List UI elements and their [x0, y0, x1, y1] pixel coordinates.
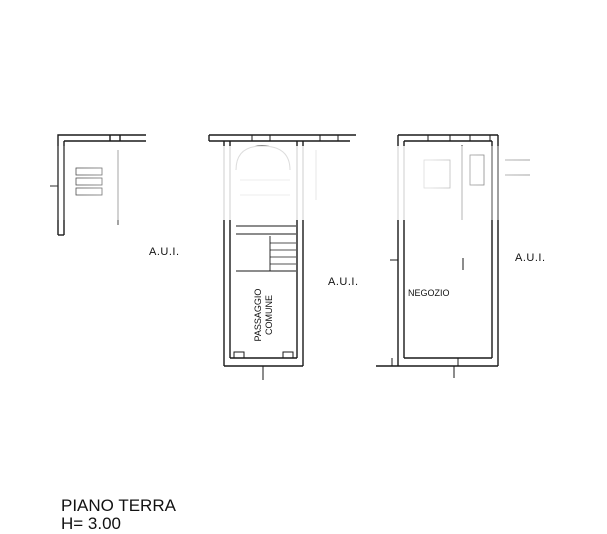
floor-title: PIANO TERRA [61, 496, 176, 515]
passaggio-line-1: PASSAGGIO [253, 288, 263, 342]
negozio-label: NEGOZIO [408, 288, 450, 298]
scan-fade-band [40, 146, 560, 220]
aui-label-left: A.U.I. [149, 246, 180, 258]
aui-label-right: A.U.I. [515, 252, 546, 264]
passaggio-comune-label: PASSAGGIO COMUNE [253, 285, 277, 345]
aui-label-center: A.U.I. [328, 276, 359, 288]
floor-height: H= 3.00 [61, 514, 122, 533]
passaggio-line-2: COMUNE [264, 295, 274, 335]
